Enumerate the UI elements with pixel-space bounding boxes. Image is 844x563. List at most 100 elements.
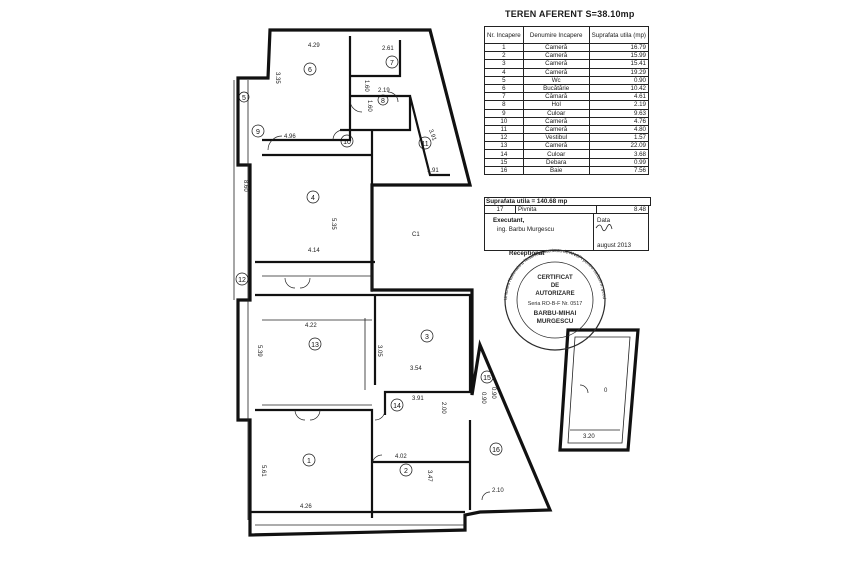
column-header-area: Suprafata utila (mp) <box>588 26 650 44</box>
cell-name: Cameră <box>522 59 590 69</box>
room-circle <box>306 190 320 204</box>
cell-name: Cameră <box>522 51 590 61</box>
dimension: 5.39 <box>256 345 262 357</box>
column-header-nr: Nr. Incapere <box>484 26 524 44</box>
wall-hatching <box>233 80 465 526</box>
signature-box: Executant, ing. Barbu Murgescu Data augu… <box>484 213 649 251</box>
executant-cell <box>485 214 594 250</box>
dimension: 2.10 <box>492 488 504 494</box>
stamp-line: Seria RO-B-F Nr. 0517 <box>528 301 583 307</box>
cell-name: Bucătărie <box>522 83 590 94</box>
cell-area: 1.57 <box>588 133 650 143</box>
cell-nr: 16 <box>484 165 524 176</box>
cell-nr: 14 <box>484 149 524 159</box>
dimension-labels: 4.29 2.61 3.35 1.60 2.19 4.96 1.60 8.60 … <box>242 43 608 510</box>
dimension: 3.05 <box>376 345 382 357</box>
room-number: 14 <box>393 403 401 410</box>
cell-area: 19.29 <box>588 67 650 77</box>
room-circle <box>303 62 317 76</box>
room-circle <box>251 124 265 138</box>
room-number: 11 <box>421 141 428 148</box>
room-number: 13 <box>311 342 319 349</box>
cell-nr: 6 <box>484 83 524 94</box>
cell-name: Baie <box>522 165 590 176</box>
interior-walls <box>250 36 472 518</box>
marker-label: 0 <box>604 388 608 394</box>
room-number: 15 <box>483 375 491 382</box>
cell-nr: 13 <box>484 141 524 151</box>
cell-area: 15.99 <box>588 51 650 61</box>
receptionat-label: Receptionat <box>509 250 545 257</box>
column-header-name: Denumire Incapere <box>522 26 590 44</box>
dimension: 1.60 <box>366 100 372 112</box>
cell-area: 15.41 <box>588 59 650 69</box>
room-number: 6 <box>308 67 312 74</box>
door-swings <box>267 91 589 501</box>
dimension: 2.61 <box>382 46 394 52</box>
cell-name: Cameră <box>522 141 590 151</box>
room-number: 9 <box>256 129 260 136</box>
cell-nr: 9 <box>484 108 524 118</box>
stamp-inner-ring <box>516 261 594 339</box>
cell-nr: 1 <box>484 42 524 53</box>
room-circle <box>399 463 413 477</box>
cell-name: Cameră <box>522 116 590 126</box>
dimension: 4.96 <box>284 134 296 140</box>
dimension: 3.91 <box>427 129 437 143</box>
dimension: 1.60 <box>363 80 369 92</box>
room-schedule-table: Nr. Incapere Denumire Incapere Suprafata… <box>484 26 650 176</box>
room-number: 5 <box>242 95 246 102</box>
cell-area: 2.19 <box>588 100 650 110</box>
dimension: 3.20 <box>583 434 595 440</box>
room-circle <box>235 272 249 286</box>
dimension: 4.29 <box>308 43 320 49</box>
cell-name: Vestibul <box>522 133 590 143</box>
room-number: 8 <box>381 98 385 105</box>
dimension: 5.61 <box>260 465 266 477</box>
cell-area: 7.56 <box>588 165 650 176</box>
cell-nr: 10 <box>484 116 524 126</box>
cell-name: Cameră <box>522 67 590 77</box>
cell-area: 4.61 <box>588 92 650 102</box>
cellar-inner <box>567 336 631 444</box>
stamp-line: AUTORIZARE <box>535 291 574 297</box>
room-circle <box>340 134 354 148</box>
cell-nr: 2 <box>484 51 524 61</box>
dimension: 4.02 <box>395 454 407 460</box>
cell-name: Culoar <box>522 149 590 159</box>
date-value: august 2013 <box>597 242 632 249</box>
room-number: 3 <box>425 334 429 341</box>
room-number: 1 <box>307 458 311 465</box>
room-number: 4 <box>311 195 315 202</box>
dimension: 2.19 <box>378 88 390 94</box>
room-circle <box>385 55 399 69</box>
room-number: 12 <box>238 277 246 284</box>
dimension: 3.91 <box>412 396 424 402</box>
dimension: 3.35 <box>274 72 280 84</box>
dimension: 4.26 <box>300 504 312 510</box>
room-number: 2 <box>404 468 408 475</box>
cell-nr: 3 <box>484 59 524 69</box>
dimension: 4.14 <box>308 248 320 254</box>
cell-area: 22.09 <box>588 141 650 151</box>
room-circle <box>489 442 503 456</box>
land-area-title: TEREN AFERENT S=38.10mp <box>505 9 635 19</box>
dimension: 3.47 <box>426 470 432 482</box>
marker-label: C1 <box>412 232 420 238</box>
cell-name: Culoar <box>522 108 590 118</box>
room-circle <box>390 398 404 412</box>
table-header-row: Nr. Incapere Denumire Incapere Suprafata… <box>484 26 650 44</box>
room-circle <box>377 94 389 106</box>
